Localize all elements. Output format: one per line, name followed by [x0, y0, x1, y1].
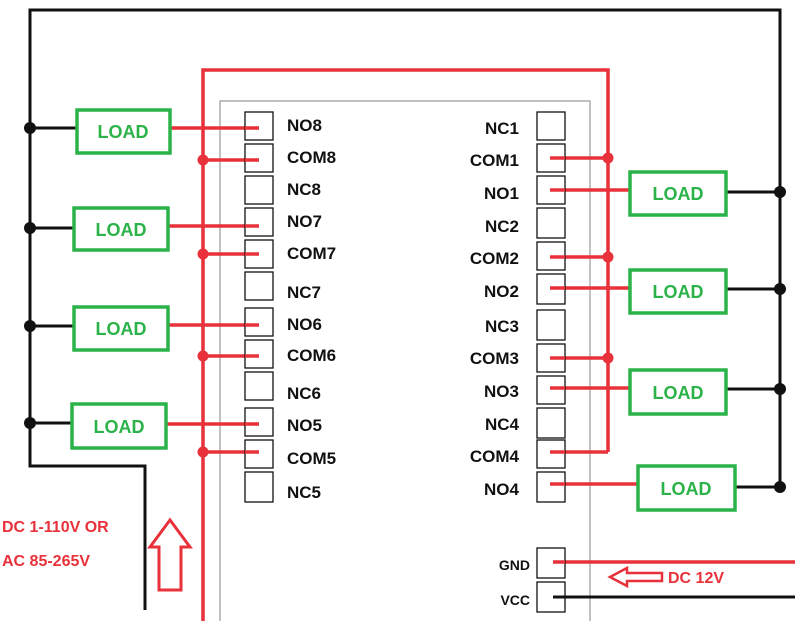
terminal-label-com7: COM7: [287, 244, 336, 263]
right-terminal-block: [536, 111, 566, 503]
ac-supply-line1: DC 1-110V OR: [2, 519, 109, 536]
load-label-6: LOAD: [96, 319, 147, 339]
terminal-label-nc5: NC5: [287, 483, 321, 502]
terminal-label-nc1: NC1: [485, 119, 519, 138]
load-label-1: LOAD: [653, 184, 704, 204]
left-terminal-labels: NO8 COM8 NC8 NO7 COM7 NC7 NO6 COM6 NC6 N…: [287, 116, 336, 502]
load-label-4: LOAD: [661, 479, 712, 499]
terminal-label-gnd: GND: [499, 557, 530, 573]
load-label-8: LOAD: [98, 122, 149, 142]
terminal-label-com6: COM6: [287, 346, 336, 365]
left-arrow-icon: [607, 565, 664, 589]
terminal-label-com5: COM5: [287, 449, 336, 468]
terminal-label-com3: COM3: [470, 349, 519, 368]
dc-supply-annotation: DC 12V: [607, 565, 724, 589]
terminal-label-no5: NO5: [287, 416, 322, 435]
ac-supply-annotation: DC 1-110V OR AC 85-265V: [2, 517, 193, 592]
right-terminal-labels: NC1 COM1 NO1 NC2 COM2 NO2 NC3 COM3 NO3 N…: [470, 119, 520, 499]
load-label-2: LOAD: [653, 282, 704, 302]
terminal-label-no6: NO6: [287, 315, 322, 334]
terminal-label-com8: COM8: [287, 148, 336, 167]
up-arrow-icon: [147, 517, 193, 592]
terminal-label-nc6: NC6: [287, 384, 321, 403]
ac-supply-line2: AC 85-265V: [2, 553, 90, 570]
terminal-label-no7: NO7: [287, 212, 322, 231]
terminal-label-com4: COM4: [470, 447, 520, 466]
terminal-label-no2: NO2: [484, 282, 519, 301]
terminal-label-nc7: NC7: [287, 283, 321, 302]
power-terminal-labels: GND VCC: [499, 557, 530, 608]
terminal-label-com2: COM2: [470, 249, 519, 268]
left-terminal-block: [244, 111, 274, 503]
neutral-junctions: [24, 122, 786, 493]
terminal-label-com1: COM1: [470, 151, 519, 170]
dc-supply-label: DC 12V: [668, 570, 724, 587]
load-labels: LOAD LOAD LOAD LOAD LOAD LOAD LOAD LOAD: [94, 122, 712, 499]
load-boxes: [70, 108, 737, 512]
load-label-7: LOAD: [96, 220, 147, 240]
relay-board: [219, 100, 591, 621]
load-label-5: LOAD: [94, 417, 145, 437]
power-terminal-block: [536, 547, 566, 613]
terminal-label-nc4: NC4: [485, 415, 520, 434]
terminal-stubs-hot: [245, 126, 565, 564]
terminal-label-no3: NO3: [484, 382, 519, 401]
load-label-3: LOAD: [653, 383, 704, 403]
terminal-label-vcc: VCC: [500, 592, 530, 608]
terminal-label-no8: NO8: [287, 116, 322, 135]
hot-junctions: [197, 152, 614, 458]
terminal-label-nc2: NC2: [485, 217, 519, 236]
terminal-label-no1: NO1: [484, 184, 519, 203]
terminal-label-nc8: NC8: [287, 180, 321, 199]
terminal-label-no4: NO4: [484, 480, 520, 499]
terminal-label-nc3: NC3: [485, 317, 519, 336]
